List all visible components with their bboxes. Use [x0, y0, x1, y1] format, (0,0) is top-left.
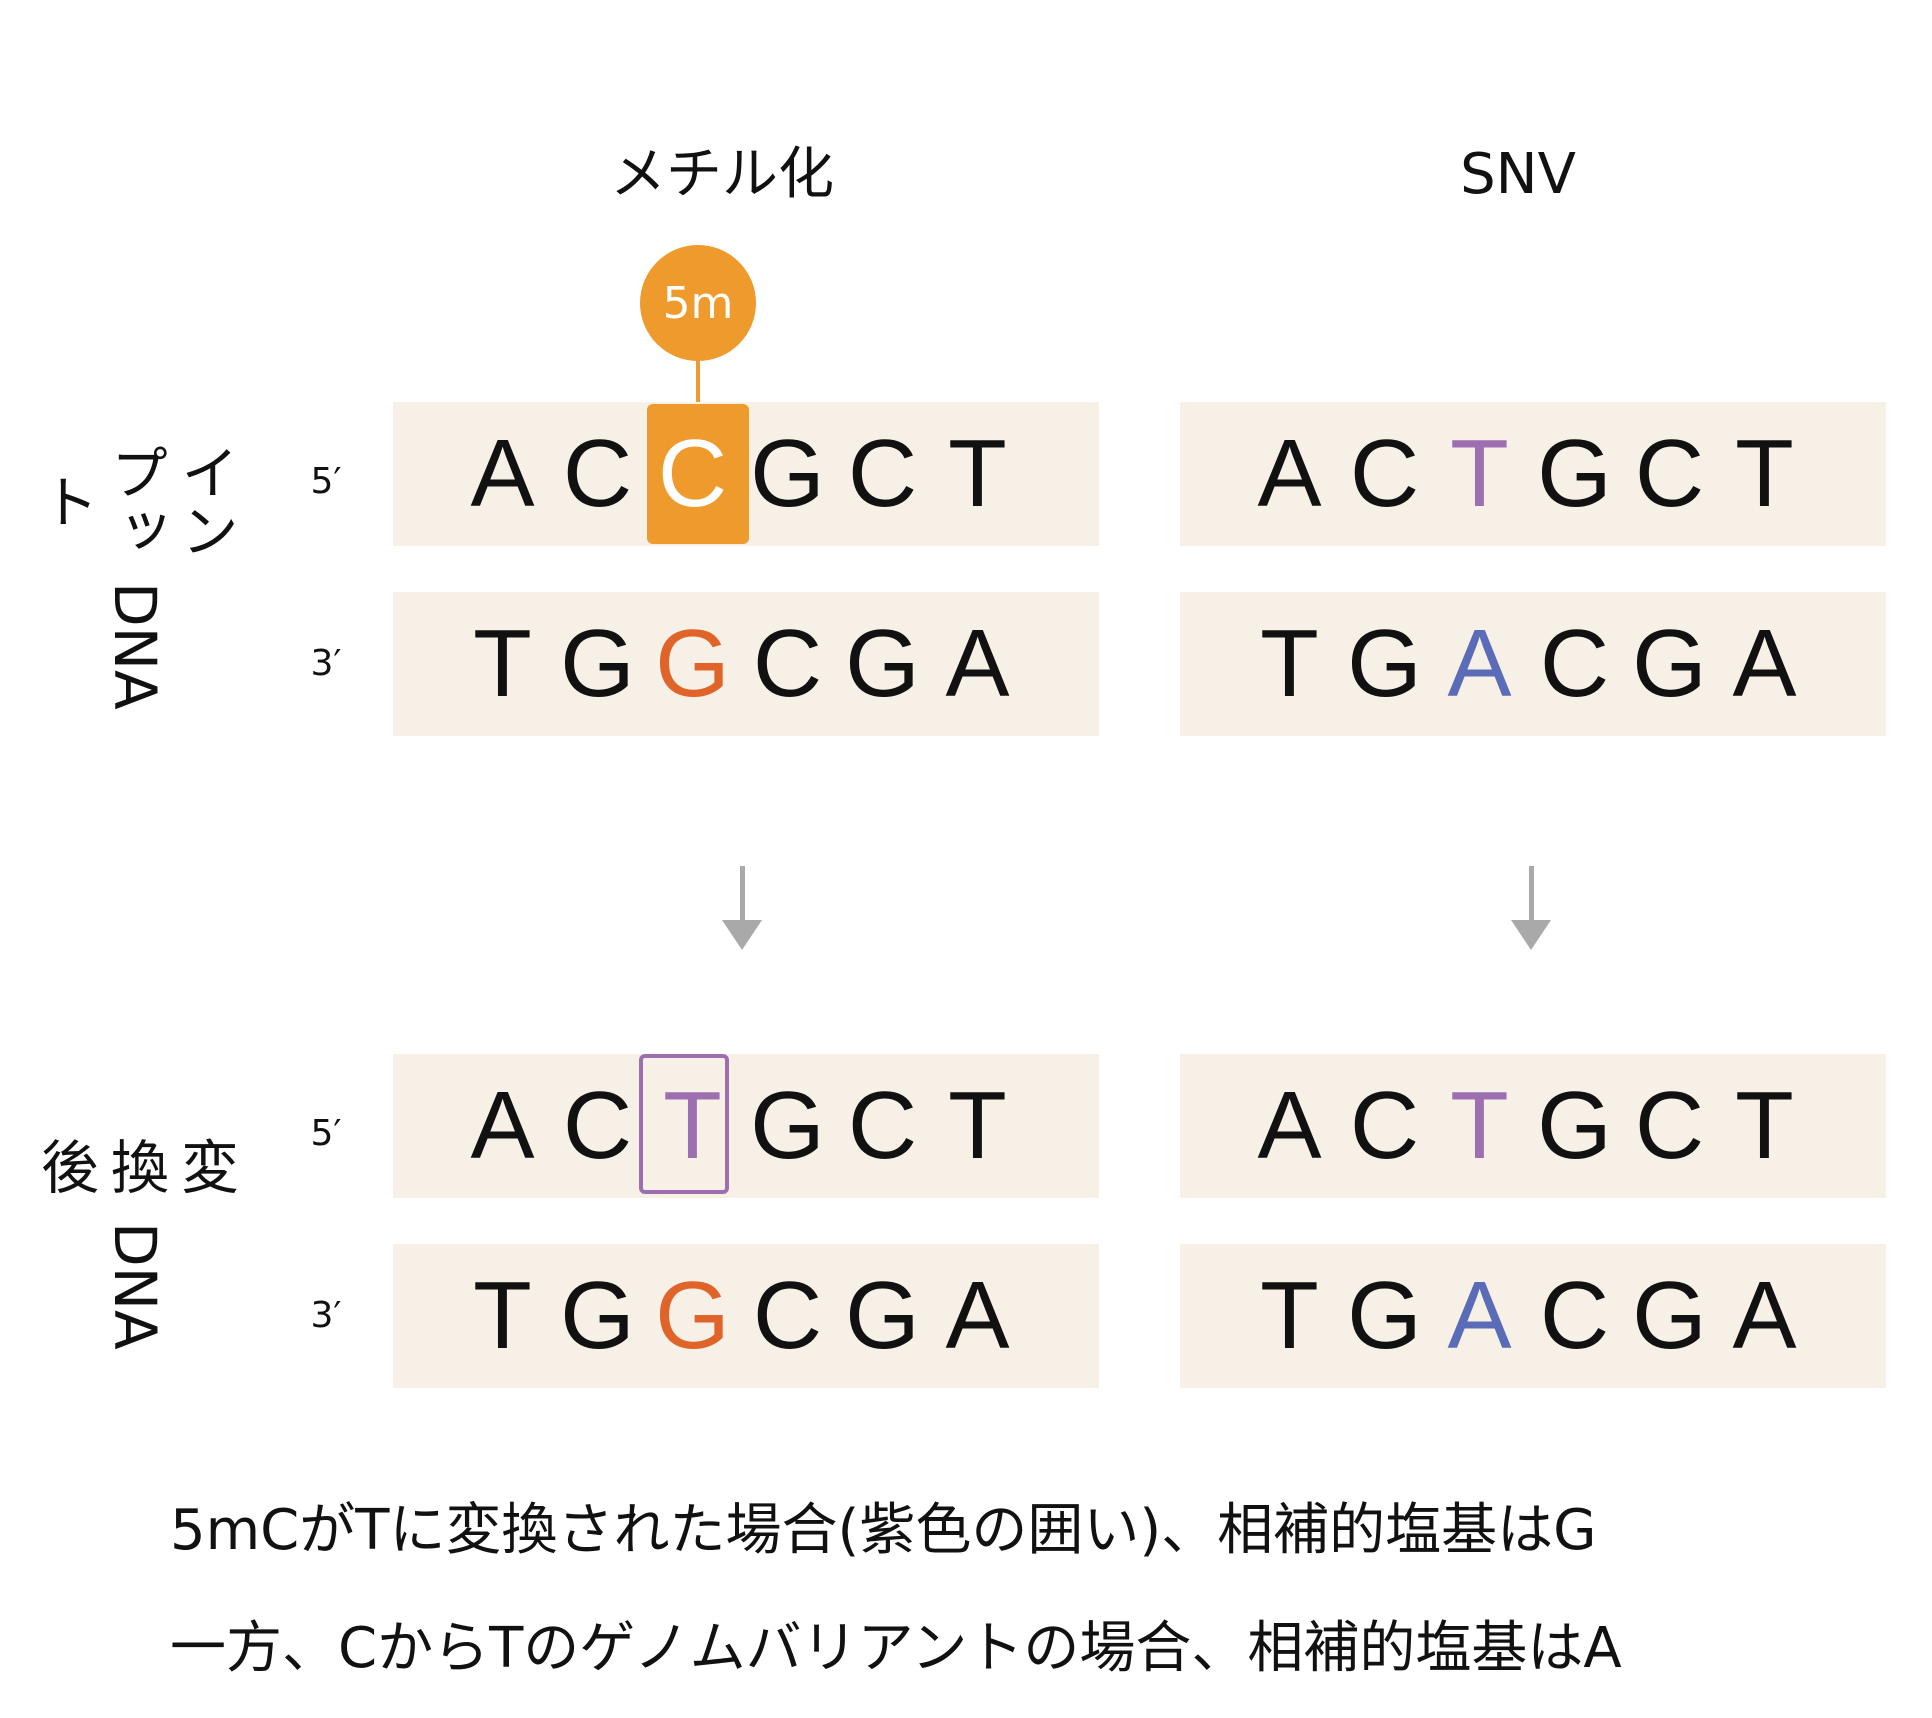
caption-line-1: 5mCがTに変換された場合(紫色の囲い)、相補的塩基はG	[170, 1498, 1597, 1563]
base: C	[1349, 1072, 1420, 1179]
caption-line-2: 一方、CからTのゲノムバリアントの場合、相補的塩基はA	[170, 1616, 1622, 1681]
base: G	[560, 610, 635, 717]
base: C	[562, 1072, 633, 1179]
base: C	[1539, 610, 1610, 717]
base: A	[945, 1262, 1010, 1369]
snv-input-bottom-strand: T G A C G A	[1180, 592, 1886, 736]
variant-adenine: A	[1447, 1262, 1512, 1369]
methyl-input-bottom-strand: T G G C G A	[393, 592, 1099, 736]
base: G	[845, 1262, 920, 1369]
input-dna-label-line1: インプット	[31, 443, 239, 560]
complement-guanine: G	[655, 1262, 730, 1369]
methyl-marker-stem	[696, 358, 700, 404]
strand-label-3prime: 3′	[310, 643, 342, 684]
input-dna-label: インプット DNA	[31, 420, 239, 710]
methyl-converted-top-strand: A C T G C T	[393, 1054, 1099, 1198]
arrow-head	[722, 920, 762, 950]
base: A	[1732, 1262, 1797, 1369]
strand-label-3prime: 3′	[310, 1295, 342, 1336]
base: A	[1257, 1072, 1322, 1179]
base: A	[1732, 610, 1797, 717]
methylated-cytosine: C	[645, 402, 749, 546]
snv-down-arrow-icon	[1511, 866, 1551, 950]
methyl-marker-circle: 5m	[640, 245, 756, 361]
methyl-input-top-strand: A C C G C T	[393, 402, 1099, 546]
base: G	[1347, 610, 1422, 717]
converted-thymine: T	[639, 1054, 740, 1198]
base: T	[948, 1072, 1007, 1179]
base: A	[1257, 420, 1322, 527]
methyl-down-arrow-icon	[722, 866, 762, 950]
methyl-marker-label: 5m	[662, 277, 734, 329]
base: T	[1735, 420, 1794, 527]
base: A	[470, 420, 535, 527]
methylation-highlight	[647, 404, 749, 544]
base: T	[473, 1262, 532, 1369]
input-dna-label-line2: DNA	[101, 582, 169, 710]
complement-guanine: G	[655, 610, 730, 717]
methyl-converted-bottom-strand: T G G C G A	[393, 1244, 1099, 1388]
converted-dna-label-line2: DNA	[101, 1222, 169, 1350]
base: C	[752, 1262, 823, 1369]
methylation-title: メチル化	[610, 142, 834, 207]
base: T	[1735, 1072, 1794, 1179]
base: G	[560, 1262, 635, 1369]
strand-label-5prime: 5′	[310, 1113, 342, 1154]
converted-dna-label: 変換後 DNA	[31, 1110, 239, 1350]
variant-thymine: T	[1450, 1072, 1509, 1179]
snv-converted-bottom-strand: T G A C G A	[1180, 1244, 1886, 1388]
base: A	[470, 1072, 535, 1179]
base: T	[473, 610, 532, 717]
arrow-head	[1511, 920, 1551, 950]
base: G	[750, 420, 825, 527]
base: G	[1537, 1072, 1612, 1179]
base: C	[1539, 1262, 1610, 1369]
converted-dna-label-line1: 変換後	[31, 1137, 239, 1196]
base: G	[1347, 1262, 1422, 1369]
base: G	[750, 1072, 825, 1179]
snv-title: SNV	[1460, 142, 1576, 207]
base: A	[945, 610, 1010, 717]
base: C	[752, 610, 823, 717]
arrow-shaft	[1528, 866, 1534, 920]
base: T	[1260, 1262, 1319, 1369]
base: C	[1634, 420, 1705, 527]
base: G	[1632, 1262, 1707, 1369]
base: C	[847, 420, 918, 527]
base: C	[847, 1072, 918, 1179]
variant-thymine: T	[1450, 420, 1509, 527]
strand-label-5prime: 5′	[310, 461, 342, 502]
arrow-shaft	[739, 866, 745, 920]
base: C	[1634, 1072, 1705, 1179]
base: C	[562, 420, 633, 527]
snv-converted-top-strand: A C T G C T	[1180, 1054, 1886, 1198]
base: G	[1537, 420, 1612, 527]
base: C	[1349, 420, 1420, 527]
conversion-outline	[639, 1054, 729, 1194]
base: T	[948, 420, 1007, 527]
base: G	[1632, 610, 1707, 717]
variant-adenine: A	[1447, 610, 1512, 717]
snv-input-top-strand: A C T G C T	[1180, 402, 1886, 546]
base: G	[845, 610, 920, 717]
base: T	[1260, 610, 1319, 717]
